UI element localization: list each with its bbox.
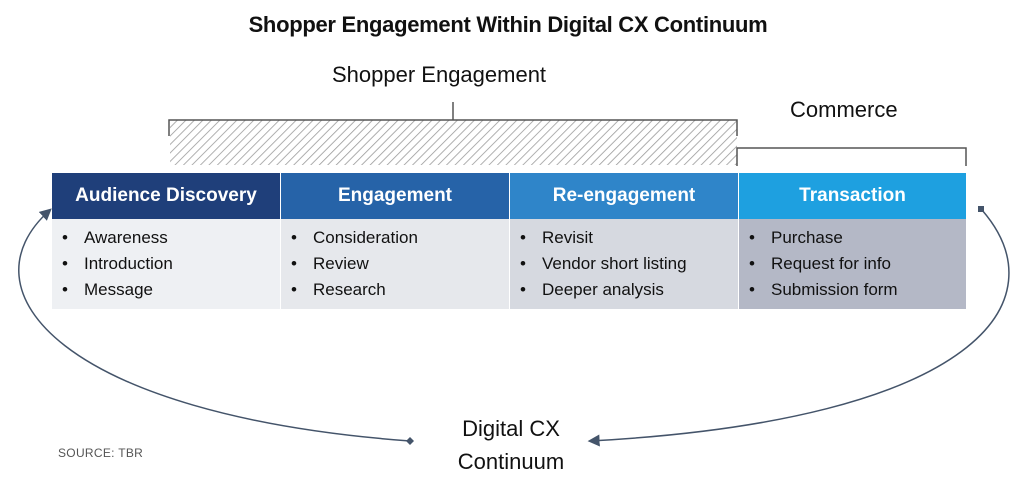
list-item: Deeper analysis [520,277,738,303]
cycle-label-line-2: Continuum [457,449,565,474]
list-item: Message [62,277,280,303]
shopper-engagement-label: Shopper Engagement [332,62,547,87]
list-item: Awareness [62,225,280,251]
cycle-label-line-1: Digital CX [462,416,560,441]
list-item: Review [291,251,509,277]
stage-audience-discovery: Audience Discovery Awareness Introductio… [52,173,280,309]
stage-body: Revisit Vendor short listing Deeper anal… [510,219,738,309]
stage-title: Audience Discovery [75,185,257,206]
list-item: Purchase [749,225,966,251]
stage-title: Transaction [799,185,906,206]
stage-body: Consideration Review Research [281,219,509,309]
list-item: Submission form [749,277,966,303]
cycle-arrows [18,206,1010,447]
list-item: Vendor short listing [520,251,738,277]
stage-engagement: Engagement Consideration Review Research [281,173,509,309]
stage-transaction: Transaction Purchase Request for info Su… [739,173,966,309]
digital-cx-continuum-label: Digital CX Continuum [440,412,582,478]
stage-title: Re-engagement [552,185,696,206]
list-item: Request for info [749,251,966,277]
stage-title: Engagement [337,185,453,206]
stage-body: Purchase Request for info Submission for… [739,219,966,309]
stage-header: Audience Discovery [52,173,280,219]
stage-header: Engagement [281,173,509,219]
commerce-label: Commerce [790,97,898,122]
shopper-engagement-bracket [168,102,738,165]
stage-body: Awareness Introduction Message [52,219,280,309]
stage-header: Transaction [739,173,966,219]
stage-header: Re-engagement [510,173,738,219]
list-item: Consideration [291,225,509,251]
source-note: SOURCE: TBR [58,446,144,460]
list-item: Revisit [520,225,738,251]
diagram-title: Shopper Engagement Within Digital CX Con… [248,12,768,37]
list-item: Introduction [62,251,280,277]
list-item: Research [291,277,509,303]
stage-re-engagement: Re-engagement Revisit Vendor short listi… [510,173,738,309]
commerce-bracket [736,147,967,166]
